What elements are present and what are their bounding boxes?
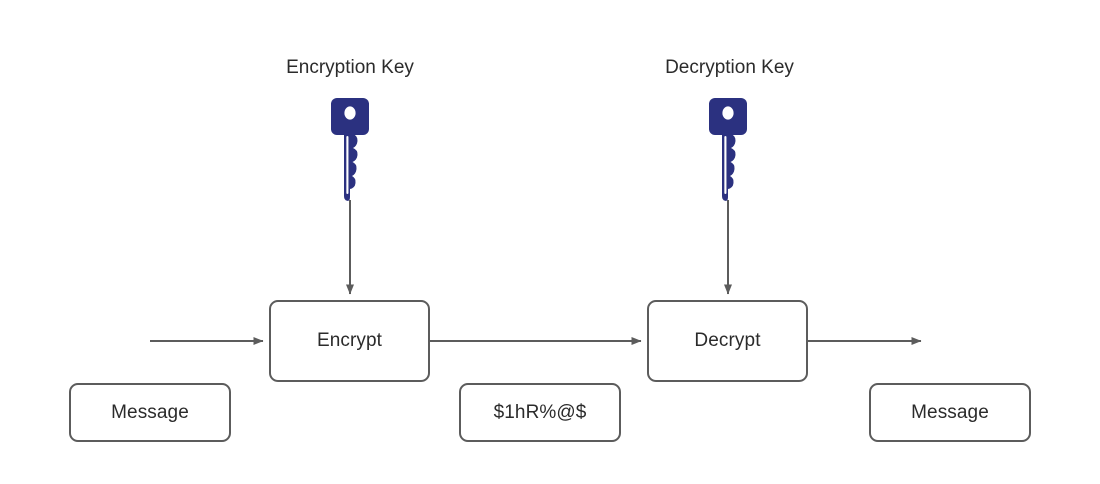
encrypt-box[interactable]: Encrypt [269,300,430,382]
decrypt-box[interactable]: Decrypt [647,300,808,382]
decrypted-message-box[interactable]: Message [869,383,1031,442]
ciphertext-box[interactable]: $1hR%@$ [459,383,621,442]
decryption-key-icon [708,97,748,207]
encryption-key-label: Encryption Key [286,57,414,78]
plaintext-message-box[interactable]: Message [69,383,231,442]
decryption-key-label: Decryption Key [665,57,794,78]
encryption-key-icon [330,97,370,207]
